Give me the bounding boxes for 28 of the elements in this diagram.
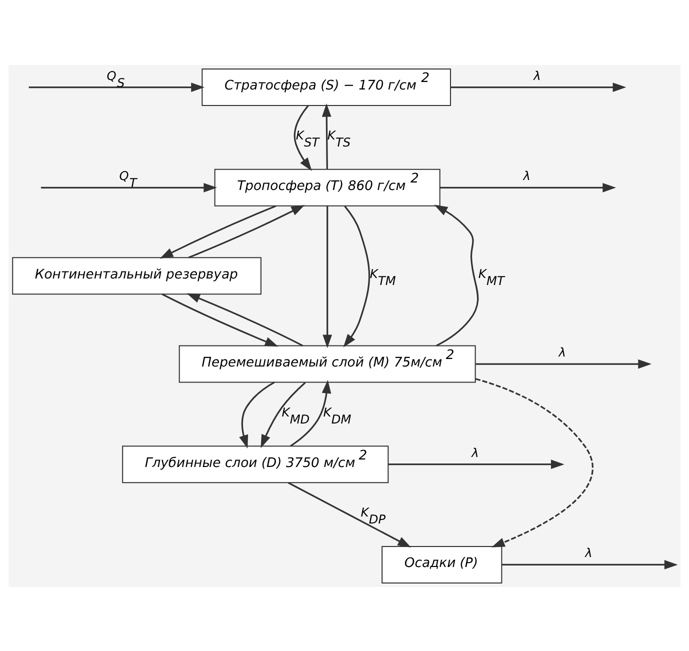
arrow <box>290 379 332 446</box>
arrow <box>288 482 412 547</box>
arrow <box>502 560 678 569</box>
arrow <box>186 292 304 346</box>
node-box: Осадки (P) <box>382 545 502 583</box>
arrow <box>162 293 278 346</box>
arrow <box>239 381 275 448</box>
arrow <box>450 82 626 92</box>
arrow <box>322 206 332 348</box>
arrow <box>476 358 652 368</box>
node-box: Континентальный резервуар <box>12 256 262 294</box>
arrow <box>188 204 305 258</box>
arrow <box>434 204 479 346</box>
edge-label: λ <box>523 168 530 183</box>
arrow <box>343 205 370 347</box>
edge-label: λ <box>558 345 566 360</box>
arrow <box>440 182 616 192</box>
arrow <box>28 82 205 92</box>
arrow <box>388 459 564 469</box>
arrow <box>40 182 218 192</box>
arrow <box>260 382 306 448</box>
edge-label: λ <box>585 546 592 560</box>
arrow <box>475 378 594 547</box>
edge-label: λ <box>472 445 479 460</box>
arrow <box>322 102 332 169</box>
arrow <box>294 104 312 170</box>
arrow <box>160 204 276 258</box>
edge-label: λ <box>534 68 541 82</box>
